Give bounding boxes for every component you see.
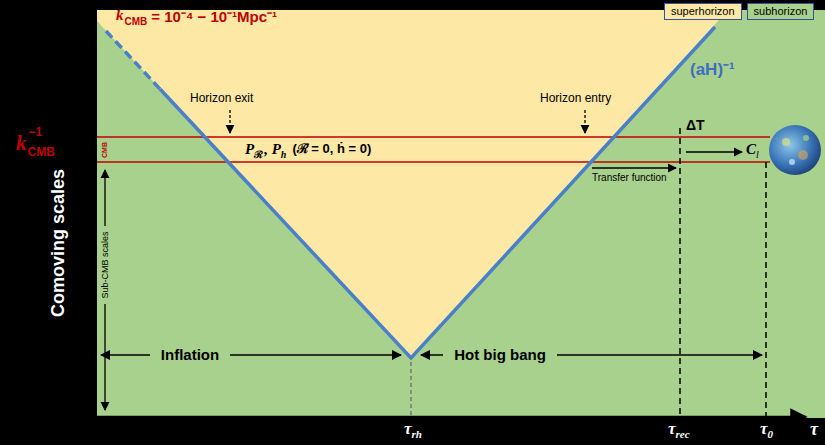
time-tick-label: τ [404,419,412,439]
subscript: CMB [125,16,148,28]
time-axis [97,416,806,419]
era-label: Hot big bang [454,346,546,363]
cl-arrow [686,151,742,152]
legend-text: subhorizon [754,5,808,17]
subscript: l [756,149,759,161]
hubble-radius-line [106,31,160,89]
subscript: ℛ [254,149,263,161]
legend: superhorizon subhorizon [664,3,814,20]
legend-text: superhorizon [671,5,735,17]
subhorizon-region [97,10,825,418]
sub-cmb-arrow [104,304,105,410]
legend-swatch: subhorizon [747,3,815,20]
time-tick-label: τ [668,419,676,439]
x-axis-title: τ [810,419,818,440]
exit-arrow [229,110,230,133]
sub-cmb-label: Sub-CMB scales [100,231,110,298]
transfer-function-label: Transfer function [592,172,667,184]
cmb-sky-map [769,125,821,175]
sub-cmb-arrow [104,170,105,226]
reheating-marker [410,362,412,417]
horizon-exit-label: Horizon exit [190,92,253,106]
cmb-scale-line [97,136,770,138]
big-bang-arrow [421,354,443,356]
subscript: rec [676,428,690,441]
horizon-entry-label: Horizon entry [540,92,611,106]
hubble-radius-label: (aH)⁻¹ [690,60,735,80]
subscript: CMB [28,146,55,160]
wavenumber-range: = 10⁻⁴ − 10⁻¹Mpc⁻¹ [151,8,277,25]
recombination-marker [679,128,681,417]
superhorizon-region [97,10,728,358]
angular-spectrum-symbol: C [746,141,756,158]
subscript: 0 [768,428,774,441]
cmb-spot [798,150,808,160]
cmb-scale-line [97,161,770,163]
cmb-spot [782,138,790,146]
cmb-spot [803,135,809,141]
legend-swatch: superhorizon [664,3,742,20]
today-marker [765,162,767,417]
cmb-spot [789,159,795,165]
subscript: h [281,149,287,161]
big-bang-arrow [557,354,762,356]
superscript: −1 [29,126,43,140]
temperature-anisotropy-label: ΔT [686,117,705,133]
axis-scale-symbol: k [16,131,27,155]
era-label: Inflation [161,346,219,363]
y-axis-title: Comoving scales [48,169,69,317]
cmb-band-label: CMB [101,142,109,158]
time-tick-label: τ [760,419,768,439]
wavenumber-symbol: k [116,7,124,24]
subscript: rh [412,428,422,441]
power-spectrum-symbol: , P [264,141,281,158]
frozen-condition: (ℛ̇ = 0, ḣ = 0) [292,142,371,157]
inflation-arrow [230,354,401,356]
inflation-arrow [101,354,150,356]
transfer-arrow [592,167,676,168]
hubble-radius-line [160,27,715,358]
entry-arrow [584,110,585,133]
power-spectrum-symbol: P [245,141,254,158]
